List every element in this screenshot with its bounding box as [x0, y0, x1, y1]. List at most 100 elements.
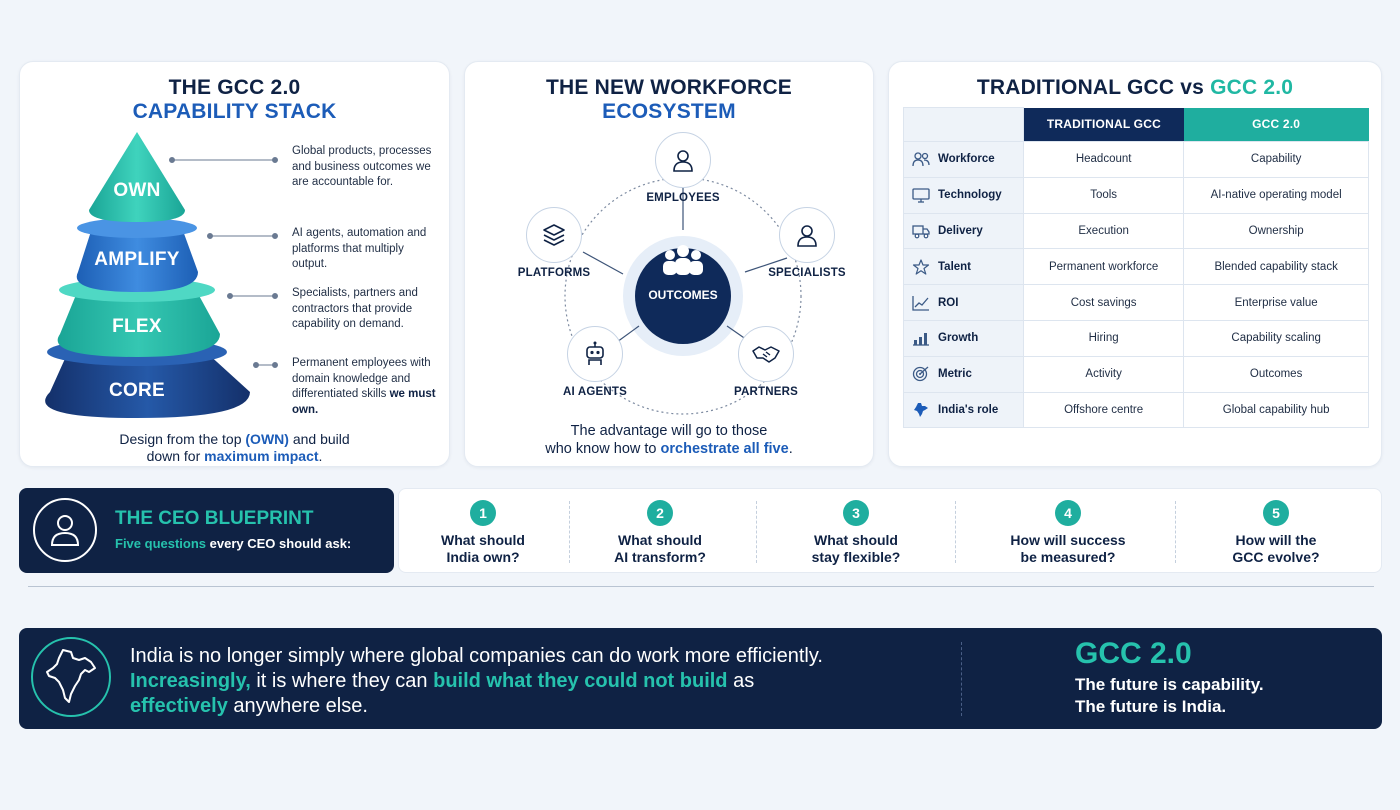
- stack-footer-highlight-impact: maximum impact: [204, 448, 319, 464]
- comparison-title-b: GCC 2.0: [1210, 76, 1294, 99]
- banner-statement: India is no longer simply where global c…: [130, 644, 930, 719]
- comparison-row-label-text: ROI: [938, 296, 959, 309]
- star-icon: [912, 259, 930, 275]
- comparison-row-label-text: Workforce: [938, 153, 995, 166]
- specialists-label: SPECIALISTS: [768, 267, 846, 279]
- question-separator: [756, 501, 757, 563]
- banner-highlight-increasingly: Increasingly,: [130, 670, 251, 692]
- comparison-cell-gcc: Capability: [1183, 141, 1369, 178]
- india-map-icon: [31, 637, 111, 717]
- ai-agents-label: AI AGENTS: [563, 386, 627, 398]
- robot-icon: [586, 341, 604, 365]
- question-line2: GCC evolve?: [1232, 549, 1320, 565]
- layer-own-label: OWN: [113, 180, 161, 201]
- comparison-row-label: Growth: [903, 319, 1024, 357]
- layer-core-label: CORE: [108, 380, 166, 401]
- comparison-header-gcc: GCC 2.0: [1183, 107, 1369, 142]
- bar-chart-icon: [912, 330, 930, 347]
- comparison-row-label: Talent: [903, 248, 1024, 286]
- banner-text-mid2: as: [727, 670, 755, 692]
- layer-core-description-bold: we must own.: [292, 388, 436, 416]
- stack-footer-text-d: .: [318, 448, 323, 464]
- comparison-cell-traditional: Cost savings: [1022, 284, 1185, 321]
- comparison-card: TRADITIONAL GCC vs GCC 2.0 TRADITIONAL G…: [888, 61, 1382, 467]
- comparison-cell-gcc: Enterprise value: [1183, 284, 1369, 321]
- banner-text-end: anywhere else.: [227, 695, 368, 717]
- employees-node: [655, 132, 711, 188]
- question-number: 4: [1055, 500, 1081, 526]
- outcomes-people-icon: [661, 244, 705, 276]
- comparison-cell-gcc: Global capability hub: [1183, 391, 1369, 429]
- platforms-node: [526, 207, 582, 263]
- capability-stack-card: THE GCC 2.0 CAPABILITY STACK: [19, 61, 450, 467]
- stack-title-line1: THE GCC 2.0: [168, 76, 301, 99]
- question-line1: How will success: [1010, 532, 1126, 548]
- comparison-cell-traditional: Offshore centre: [1022, 391, 1185, 429]
- comparison-row-label-text: Technology: [938, 189, 1002, 202]
- pyramid-layer-own: [89, 132, 185, 222]
- section-divider: [28, 586, 1374, 587]
- stack-footer-text-b: and build: [288, 431, 350, 447]
- layer-amplify-description: AI agents, automation and platforms that…: [292, 227, 427, 270]
- ecosystem-connectors: [582, 186, 788, 343]
- people-icon: [912, 151, 930, 167]
- comparison-title-a: TRADITIONAL GCC vs: [976, 76, 1211, 99]
- monitor-icon: [912, 187, 930, 203]
- partners-label: PARTNERS: [733, 386, 798, 398]
- person-icon: [797, 225, 817, 247]
- layer-amplify-label: AMPLIFY: [94, 249, 180, 270]
- comparison-cell-gcc: Blended capability stack: [1183, 248, 1369, 286]
- comparison-header-blank: [903, 107, 1024, 142]
- comparison-cell-traditional: Headcount: [1022, 141, 1185, 178]
- eco-footer-line1: The advantage will go to those: [570, 423, 768, 439]
- truck-icon: [912, 223, 930, 239]
- ecosystem-ring: [564, 177, 802, 415]
- comparison-row-label: Workforce: [903, 141, 1024, 178]
- banner-text-mid1: it is where they can: [250, 670, 434, 692]
- specialists-node: [779, 207, 835, 263]
- question-number: 2: [647, 500, 673, 526]
- ceo-blueprint-subtitle: Five questions every CEO should ask:: [115, 536, 351, 551]
- comparison-row-label: ROI: [903, 284, 1024, 321]
- partners-node: [738, 326, 794, 382]
- comparison-row-label: Delivery: [903, 212, 1024, 250]
- comparison-header-row: TRADITIONAL GCC GCC 2.0: [903, 107, 1369, 142]
- eco-title-line1: THE NEW WORKFORCE: [545, 76, 793, 99]
- layer-core-description-text: Permanent employees with domain knowledg…: [292, 357, 431, 400]
- stack-title-line2: CAPABILITY STACK: [132, 100, 337, 123]
- comparison-title: TRADITIONAL GCC vs GCC 2.0: [889, 76, 1381, 100]
- eco-footer-highlight: orchestrate all five: [660, 441, 789, 457]
- gcc-tagline-2: The future is India.: [1075, 697, 1227, 716]
- layer-flex-label: FLEX: [112, 316, 162, 337]
- comparison-row-label-text: Metric: [938, 368, 972, 381]
- workforce-ecosystem-card: THE NEW WORKFORCE ECOSYSTEM OUTCOMES EMP…: [464, 61, 874, 467]
- comparison-row-label: Metric: [903, 355, 1024, 393]
- comparison-cell-gcc: Outcomes: [1183, 355, 1369, 393]
- comparison-cell-traditional: Permanent workforce: [1022, 248, 1185, 286]
- capability-pyramid: [45, 132, 278, 418]
- question-line1: How will the: [1235, 532, 1317, 548]
- question-separator: [955, 501, 956, 563]
- comparison-row-label: India's role: [903, 391, 1024, 429]
- india-map-icon: [912, 402, 930, 418]
- eco-footer-text-a: who know how to: [545, 441, 661, 457]
- ceo-subtitle-highlight: Five questions: [115, 536, 207, 551]
- ai-agents-node: [567, 326, 623, 382]
- question-line2: be measured?: [1020, 549, 1116, 565]
- stack-footer-text-a: Design from the top: [119, 431, 246, 447]
- ceo-blueprint-box: THE CEO BLUEPRINT Five questions every C…: [19, 488, 394, 573]
- comparison-table: TRADITIONAL GCC GCC 2.0 Workforce Headcou…: [903, 107, 1369, 429]
- eco-footer-text-b: .: [788, 441, 793, 457]
- ceo-blueprint-title: THE CEO BLUEPRINT: [115, 508, 314, 529]
- layers-icon: [543, 224, 565, 246]
- stack-footer-highlight-own: (OWN): [245, 431, 289, 447]
